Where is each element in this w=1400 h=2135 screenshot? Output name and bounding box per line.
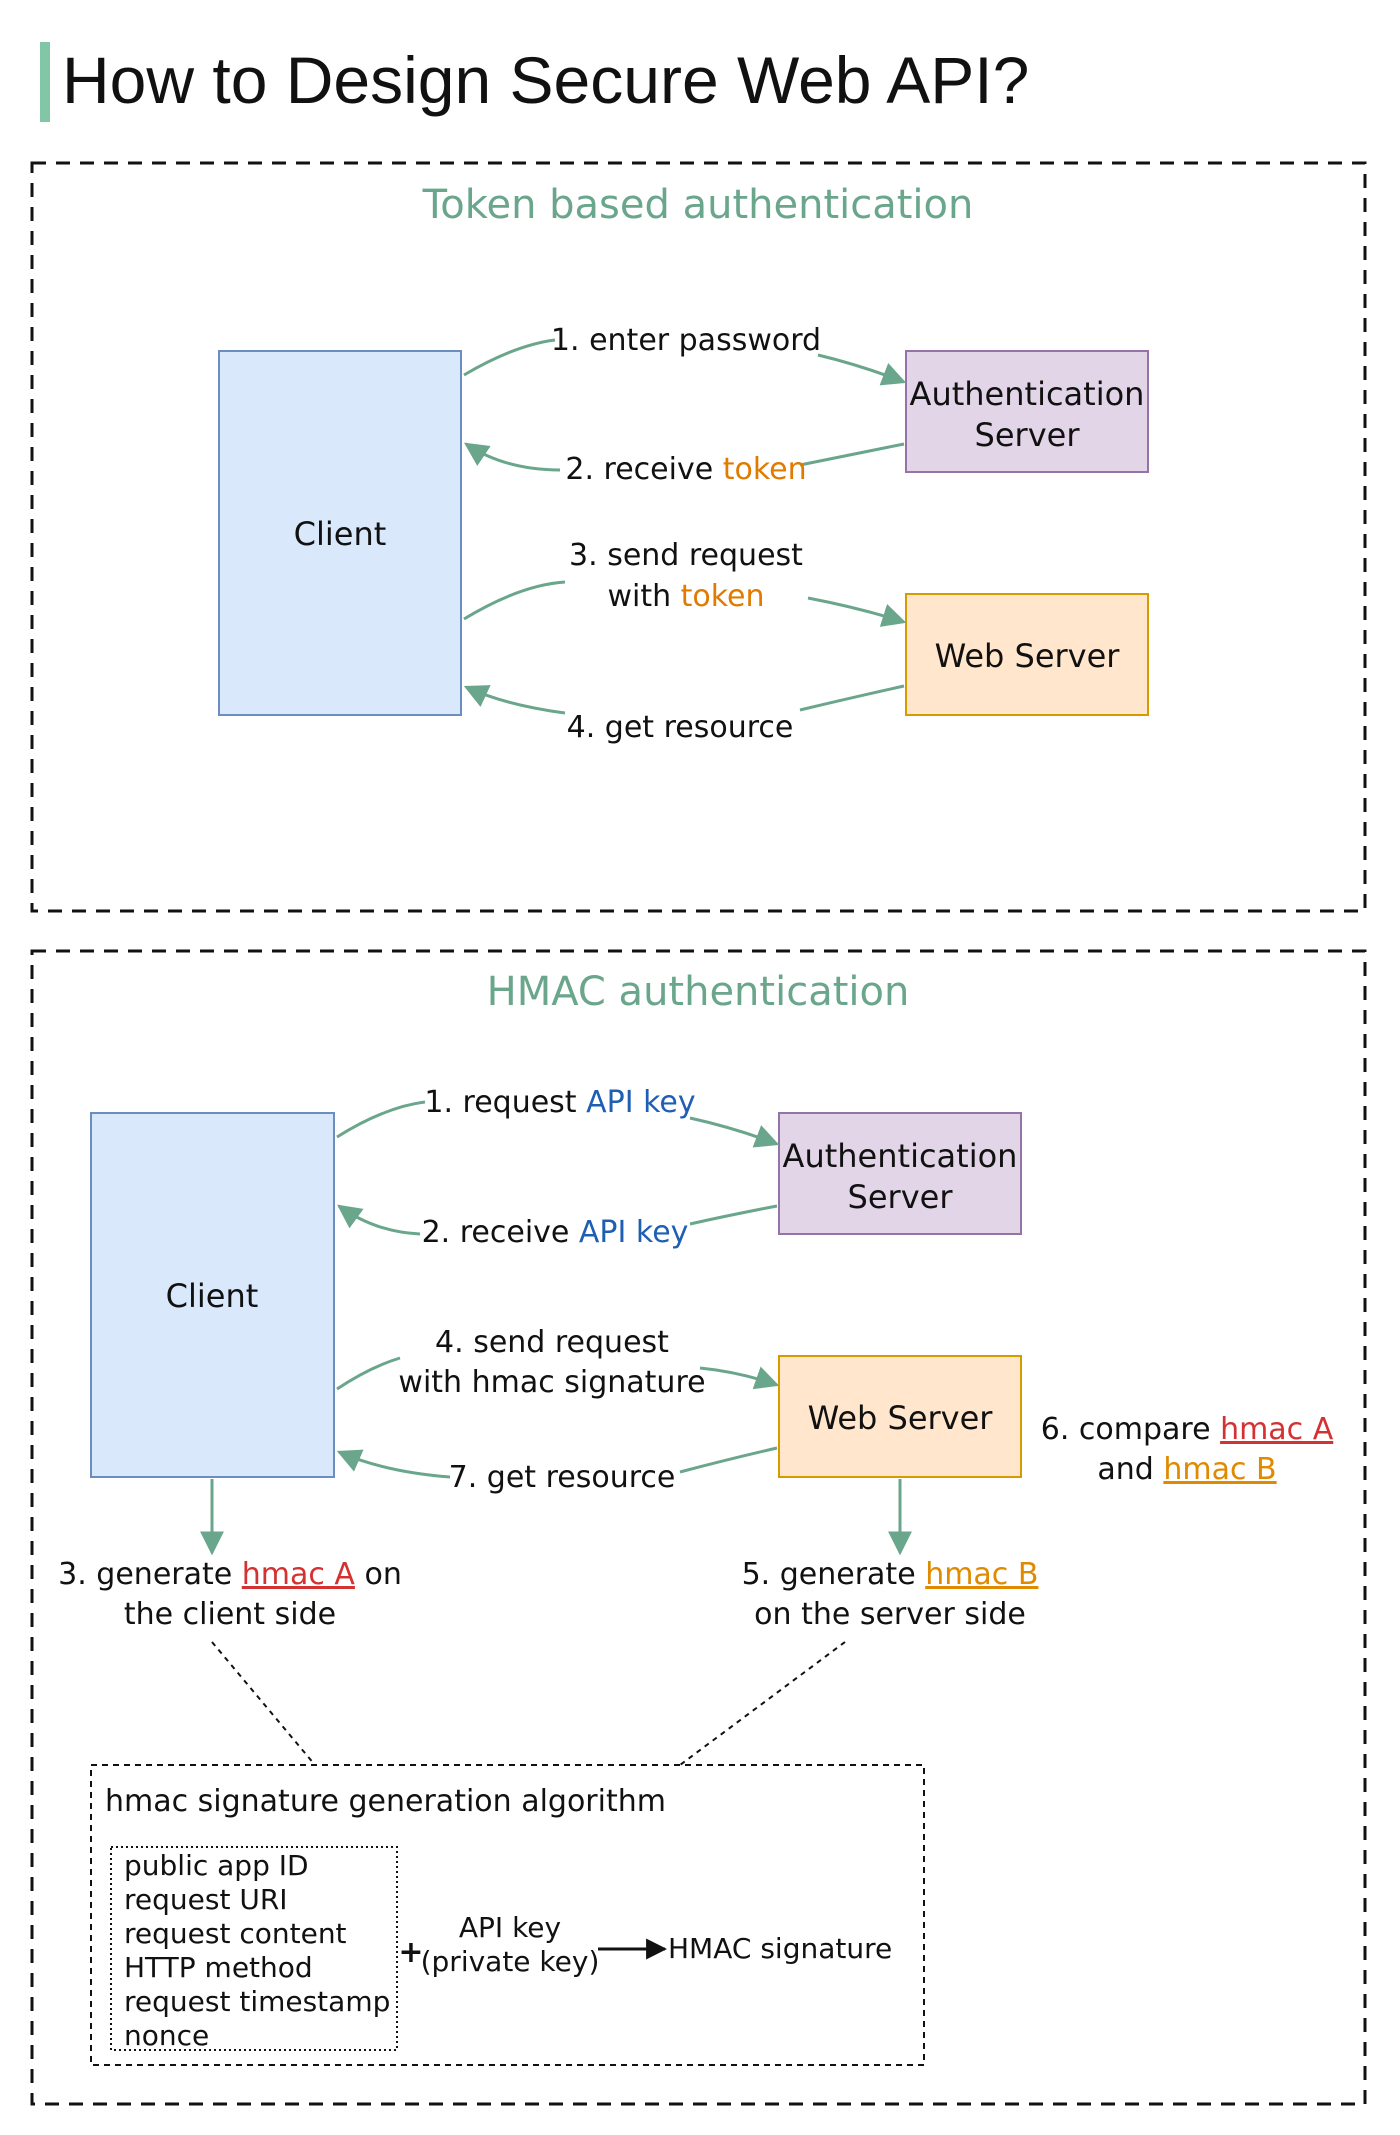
algorithm-title: hmac signature generation algorithm xyxy=(105,1784,666,1819)
algorithm-input-1: request URI xyxy=(124,1883,288,1916)
hmac-step3-highlight: hmac A xyxy=(242,1557,356,1592)
hmac-step3-label-line2: the client side xyxy=(124,1597,336,1632)
algorithm-plus: + xyxy=(398,1935,423,1970)
token-step2-prefix: 2. receive xyxy=(565,452,722,487)
hmac-step6-highlight2: hmac B xyxy=(1163,1452,1276,1487)
title-accent-bar xyxy=(40,42,50,122)
token-step3-highlight: token xyxy=(681,579,765,614)
hmac-step2-label: 2. receive API key xyxy=(422,1215,689,1250)
token-client-label: Client xyxy=(294,515,387,553)
hmac-web-server-box xyxy=(778,1355,1022,1478)
hmac-section-frame xyxy=(30,949,1367,2106)
hmac-auth-server-label-line1: Authentication xyxy=(783,1137,1018,1175)
hmac-step1-label: 1. request API key xyxy=(424,1085,695,1120)
hmac-client-box xyxy=(90,1112,335,1478)
hmac-step2-highlight: API key xyxy=(579,1215,689,1250)
hmac-step5-highlight: hmac B xyxy=(925,1557,1038,1592)
algorithm-key-line2: (private key) xyxy=(421,1945,600,1978)
server-to-algorithm-connector xyxy=(679,1641,846,1766)
hmac-step5-label-line2: on the server side xyxy=(754,1597,1026,1632)
hmac-step3-label-line1: 3. generate hmac A on xyxy=(58,1557,402,1592)
hmac-step5-label-line1: 5. generate hmac B xyxy=(742,1557,1039,1592)
token-auth-server-label-line2: Server xyxy=(975,416,1081,454)
token-auth-server-label-line1: Authentication xyxy=(910,375,1145,413)
hmac-step5-prefix: 5. generate xyxy=(742,1557,926,1592)
hmac-step3-suffix: on xyxy=(355,1557,402,1592)
hmac-arrow-send-signature xyxy=(336,1356,777,1389)
token-section-frame xyxy=(30,161,1367,913)
token-auth-server-box xyxy=(905,350,1149,473)
hmac-step3-prefix: 3. generate xyxy=(58,1557,242,1592)
token-step1-label: 1. enter password xyxy=(551,323,821,358)
hmac-web-server-label: Web Server xyxy=(808,1399,994,1437)
page-title: How to Design Secure Web API? xyxy=(62,43,1030,117)
hmac-auth-server-label-line2: Server xyxy=(848,1178,954,1216)
algorithm-box xyxy=(90,1764,925,2066)
hmac-section-title: HMAC authentication xyxy=(487,969,910,1015)
token-client-box xyxy=(218,350,462,716)
token-step2-label: 2. receive token xyxy=(565,452,806,487)
token-arrow-receive-token xyxy=(466,444,905,472)
hmac-step7-label: 7. get resource xyxy=(449,1460,676,1495)
hmac-arrow-get-resource xyxy=(339,1448,778,1479)
hmac-auth-server-box xyxy=(778,1112,1022,1235)
algorithm-input-5: nonce xyxy=(124,2019,209,2052)
hmac-step2-prefix: 2. receive xyxy=(422,1215,579,1250)
algorithm-input-0: public app ID xyxy=(124,1849,309,1882)
algorithm-input-3: HTTP method xyxy=(124,1951,313,1984)
hmac-arrow-request-api-key xyxy=(336,1100,777,1144)
token-step3-prefix: with xyxy=(607,579,680,614)
token-web-server-label: Web Server xyxy=(935,637,1121,675)
hmac-step6-label-line1: 6. compare hmac A xyxy=(1041,1412,1334,1447)
hmac-step1-highlight: API key xyxy=(586,1085,696,1120)
hmac-step4-label-line2: with hmac signature xyxy=(398,1365,705,1400)
algorithm-input-2: request content xyxy=(124,1917,347,1950)
algorithm-output: HMAC signature xyxy=(668,1932,892,1965)
token-arrow-send-request xyxy=(463,580,904,622)
hmac-step4-label-line1: 4. send request xyxy=(435,1325,669,1360)
token-section-title: Token based authentication xyxy=(422,182,974,228)
token-step4-label: 4. get resource xyxy=(567,710,794,745)
token-step3-label-line2: with token xyxy=(607,579,764,614)
hmac-step1-prefix: 1. request xyxy=(424,1085,586,1120)
algorithm-input-4: request timestamp xyxy=(124,1985,390,2018)
client-to-algorithm-connector xyxy=(211,1641,316,1766)
hmac-step6-label-line2: and hmac B xyxy=(1097,1452,1276,1487)
token-step3-label-line1: 3. send request xyxy=(569,538,803,573)
token-web-server-box xyxy=(905,593,1149,716)
hmac-step6-prefix2: and xyxy=(1097,1452,1163,1487)
token-arrow-get-resource xyxy=(466,686,905,715)
token-step2-highlight: token xyxy=(723,452,807,487)
algorithm-key-line1: API key xyxy=(459,1911,561,1944)
hmac-arrow-receive-api-key xyxy=(339,1206,778,1236)
hmac-step6-highlight: hmac A xyxy=(1220,1412,1334,1447)
algorithm-inputs-box xyxy=(110,1846,398,2051)
hmac-client-label: Client xyxy=(166,1277,259,1315)
hmac-step6-prefix: 6. compare xyxy=(1041,1412,1220,1447)
token-arrow-enter-password xyxy=(463,338,904,382)
